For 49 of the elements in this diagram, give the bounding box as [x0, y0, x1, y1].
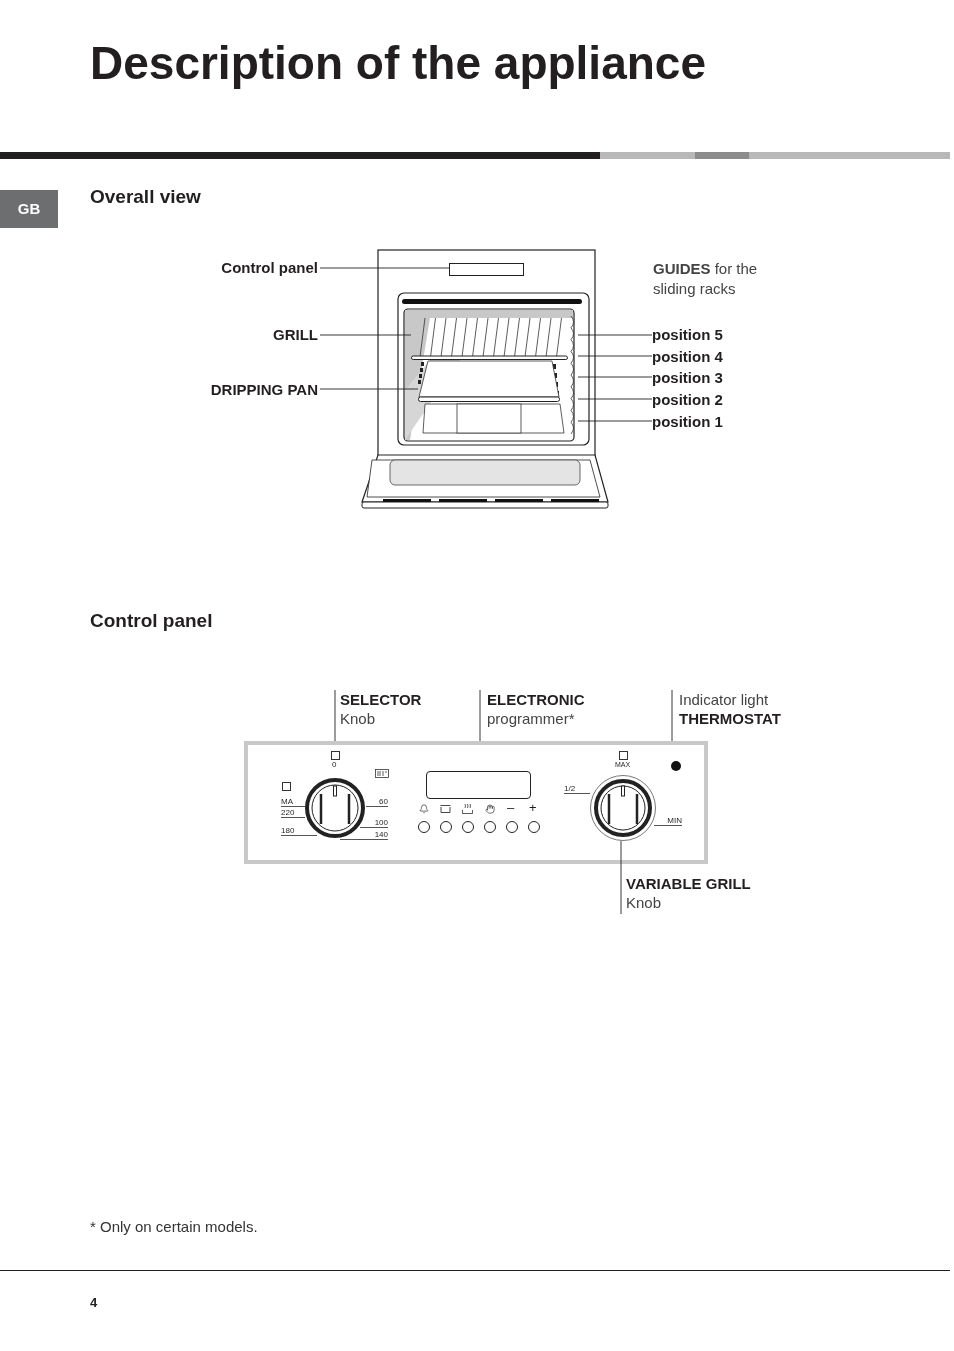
leader-line	[620, 840, 622, 915]
section-heading: Control panel	[90, 609, 213, 633]
grill-rack	[411, 318, 568, 360]
leader-line	[319, 388, 419, 390]
button-symbol: +	[529, 801, 537, 815]
callout-label: Indicator light THERMOSTAT	[679, 690, 782, 728]
scale-label: MIN	[654, 816, 682, 826]
callout-label: ELECTRONIC programmer*	[487, 690, 586, 728]
leader-line	[577, 355, 653, 357]
callout-label: position 1	[652, 412, 724, 431]
knob-drawing	[590, 775, 656, 841]
scale-label: 220	[281, 808, 305, 818]
leader-line	[577, 376, 653, 378]
callout-label: position 5	[652, 325, 724, 344]
scale-label: 1/2	[564, 784, 590, 794]
button-symbol: –	[507, 801, 515, 815]
scale-label: 140	[340, 830, 388, 840]
leader-line	[671, 689, 673, 742]
display-window	[426, 771, 531, 799]
scale-label: 0	[332, 760, 337, 769]
leader-line	[577, 334, 653, 336]
language-tab: GB	[0, 190, 58, 228]
guides-note: GUIDES for the sliding racks	[653, 259, 759, 299]
scale-label: 60	[366, 797, 388, 807]
control-panel-frame	[244, 741, 708, 864]
callout-label: position 2	[652, 390, 724, 409]
page-title: Description of the appliance	[90, 36, 706, 90]
callout-label: SELECTOR Knob	[340, 690, 423, 728]
control-panel-strip	[449, 263, 524, 276]
leader-line	[319, 267, 450, 269]
rack-guide	[569, 316, 576, 434]
leader-line	[577, 398, 653, 400]
callout-label: DRIPPING PAN	[209, 380, 318, 399]
scale-label: MA	[281, 797, 305, 807]
callout-label: Control panel	[220, 258, 318, 277]
leader-line	[319, 334, 412, 336]
callout-label: GRILL	[272, 325, 318, 344]
page-number: 4	[90, 1294, 98, 1312]
dripping-pan	[418, 360, 560, 402]
scale-label: 100	[360, 818, 388, 828]
leader-line	[479, 689, 481, 742]
section-heading: Overall view	[90, 185, 201, 209]
callout-label: position 3	[652, 368, 724, 387]
callout-label: position 4	[652, 347, 724, 366]
callout-label: VARIABLE GRILL Knob	[626, 874, 752, 912]
leader-line	[577, 420, 653, 422]
scale-label: 180	[281, 826, 317, 836]
footnote: * Only on certain models.	[90, 1217, 258, 1237]
leader-line	[334, 689, 336, 742]
